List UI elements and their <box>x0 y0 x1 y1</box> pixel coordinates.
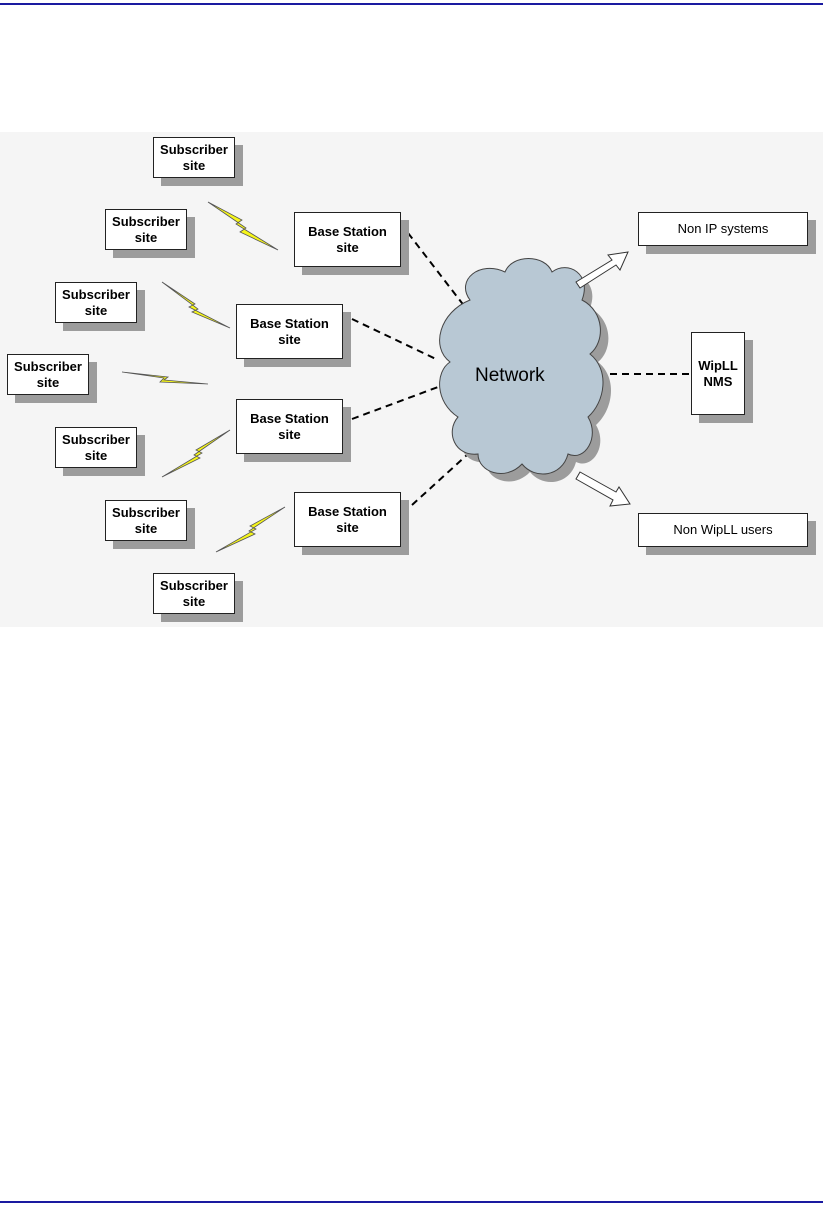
link-bs4-network <box>412 454 468 505</box>
wireless-link-icon <box>162 430 230 477</box>
link-bs2-network <box>352 319 438 360</box>
arrow-to-non-ip-icon <box>576 252 628 288</box>
link-bs1-network <box>408 233 465 307</box>
link-bs3-network <box>352 387 438 419</box>
subscriber-site-6: Subscriber site <box>105 500 187 541</box>
base-station-site-1: Base Station site <box>294 212 401 267</box>
base-station-site-2: Base Station site <box>236 304 343 359</box>
wireless-link-icon <box>216 507 285 552</box>
non-wipll-users-box: Non WipLL users <box>638 513 808 547</box>
wipll-nms-box: WipLL NMS <box>691 332 745 415</box>
subscriber-site-3: Subscriber site <box>55 282 137 323</box>
bottom-rule <box>0 1201 823 1203</box>
base-station-site-4: Base Station site <box>294 492 401 547</box>
wireless-link-icon <box>208 202 278 250</box>
non-ip-systems-box: Non IP systems <box>638 212 808 246</box>
network-label: Network <box>475 365 545 387</box>
subscriber-site-7: Subscriber site <box>153 573 235 614</box>
subscriber-site-4: Subscriber site <box>7 354 89 395</box>
network-diagram: Subscriber site Subscriber site Subscrib… <box>0 132 823 627</box>
top-rule <box>0 3 823 5</box>
arrow-to-non-wipll-icon <box>576 472 630 506</box>
subscriber-site-2: Subscriber site <box>105 209 187 250</box>
wireless-link-icon <box>122 372 208 384</box>
subscriber-site-1: Subscriber site <box>153 137 235 178</box>
wireless-link-icon <box>162 282 230 328</box>
base-station-site-3: Base Station site <box>236 399 343 454</box>
subscriber-site-5: Subscriber site <box>55 427 137 468</box>
